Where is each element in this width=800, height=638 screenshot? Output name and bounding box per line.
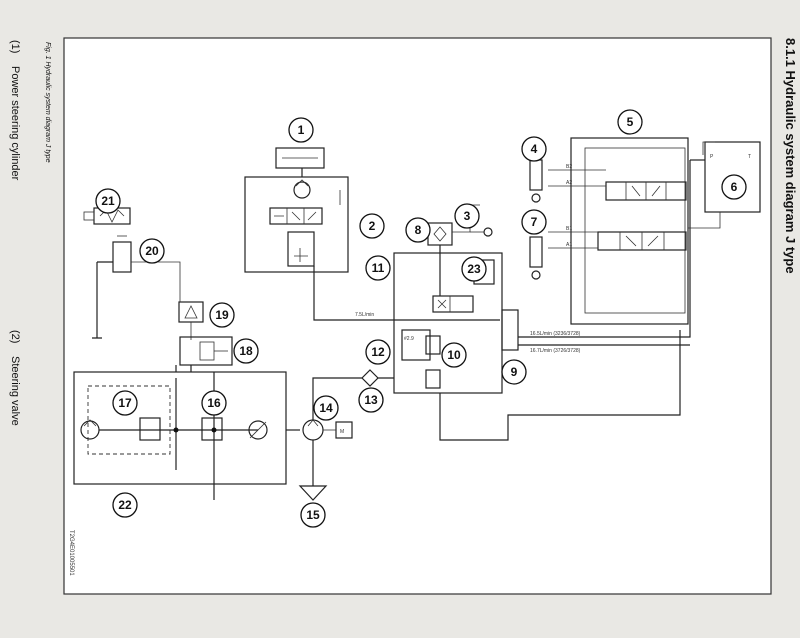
diagram-frame [63,37,772,595]
svg-text:8: 8 [415,223,422,237]
filter-13 [312,369,394,420]
callout-19: 19 [209,302,235,328]
image-reference: T2G4E01005501 [68,530,74,576]
svg-text:2: 2 [369,219,376,233]
callout-6: 6 [721,174,747,200]
motor-label: M [340,429,344,435]
callout-8: 8 [405,217,431,243]
svg-text:14: 14 [319,401,333,415]
callout-16: 16 [201,390,227,416]
svg-text:23: 23 [467,262,481,276]
svg-text:16: 16 [207,396,221,410]
svg-text:6: 6 [731,180,738,194]
svg-text:9: 9 [511,365,518,379]
callout-4: 4 [521,136,547,162]
figure-caption: Fig. 1 Hydraulic system diagram J type [44,42,51,163]
control-valve-bank: B2 A2 B1 A1 [548,137,689,325]
port-label-b2: B2 [566,164,572,170]
svg-text:11: 11 [372,261,385,275]
implement-box: P T [688,141,761,229]
flow-label-main: 7.5L/min [355,312,374,318]
svg-text:22: 22 [118,498,132,512]
svg-text:21: 21 [101,194,115,208]
svg-text:15: 15 [306,508,320,522]
svg-text:5: 5 [627,115,634,129]
svg-text:1: 1 [298,123,305,137]
port-label-a1: A1 [566,242,572,248]
callout-20: 20 [139,238,165,264]
legend-label-1: Power steering cylinder [9,66,21,181]
callout-12: 12 [365,339,391,365]
legend-number-2: (2) [9,330,21,343]
callout-21: 21 [95,188,121,214]
page-title: 8.1.1 Hydraulic system diagram J type [783,38,798,274]
callout-18: 18 [233,338,259,364]
actuator-7 [529,236,543,280]
svg-text:12: 12 [371,345,385,359]
callout-3: 3 [454,203,480,229]
callout-10: 10 [441,342,467,368]
component-18 [179,336,233,366]
callout-17: 17 [112,390,138,416]
callout-15: 15 [300,502,326,528]
flow-line-upper [518,160,691,338]
port-label-t: T [748,154,751,160]
return-line [439,330,681,441]
tank-15 [298,440,328,501]
svg-text:17: 17 [118,396,132,410]
main-line [313,266,500,321]
svg-text:19: 19 [215,308,229,322]
svg-text:10: 10 [447,348,461,362]
legend-label-2: Steering valve [9,356,21,426]
pump-unit-22 [73,371,287,500]
legend-number-1: (1) [9,40,21,53]
callout-9: 9 [501,359,527,385]
steering-cylinder-group [244,147,349,273]
callout-2: 2 [359,213,385,239]
callout-14: 14 [313,395,339,421]
callout-13: 13 [358,387,384,413]
svg-text:13: 13 [364,393,378,407]
svg-text:20: 20 [145,244,159,258]
relief-valve-19 [178,301,204,340]
connect-22-18 [175,365,192,372]
component-20 [92,235,132,339]
svg-text:7: 7 [531,215,538,229]
svg-text:18: 18 [239,344,253,358]
flow-label-relief: #2.9 [404,336,414,342]
port-label-b1: B1 [566,226,572,232]
callout-23: 23 [461,256,487,282]
callout-11: 11 [365,255,391,281]
svg-text:4: 4 [531,142,538,156]
callout-1: 1 [288,117,314,143]
flow-label-lower: 16.7L/min (3726/3728) [530,348,581,354]
flow-label-upper: 16.5L/min (3236/3728) [530,331,581,337]
svg-text:3: 3 [464,209,471,223]
callout-22: 22 [112,492,138,518]
callout-7: 7 [521,209,547,235]
callout-5: 5 [617,109,643,135]
priority-valve-block: #2.9 [393,252,519,394]
port-label-a2: A2 [566,180,572,186]
port-label-p: P [710,154,714,160]
